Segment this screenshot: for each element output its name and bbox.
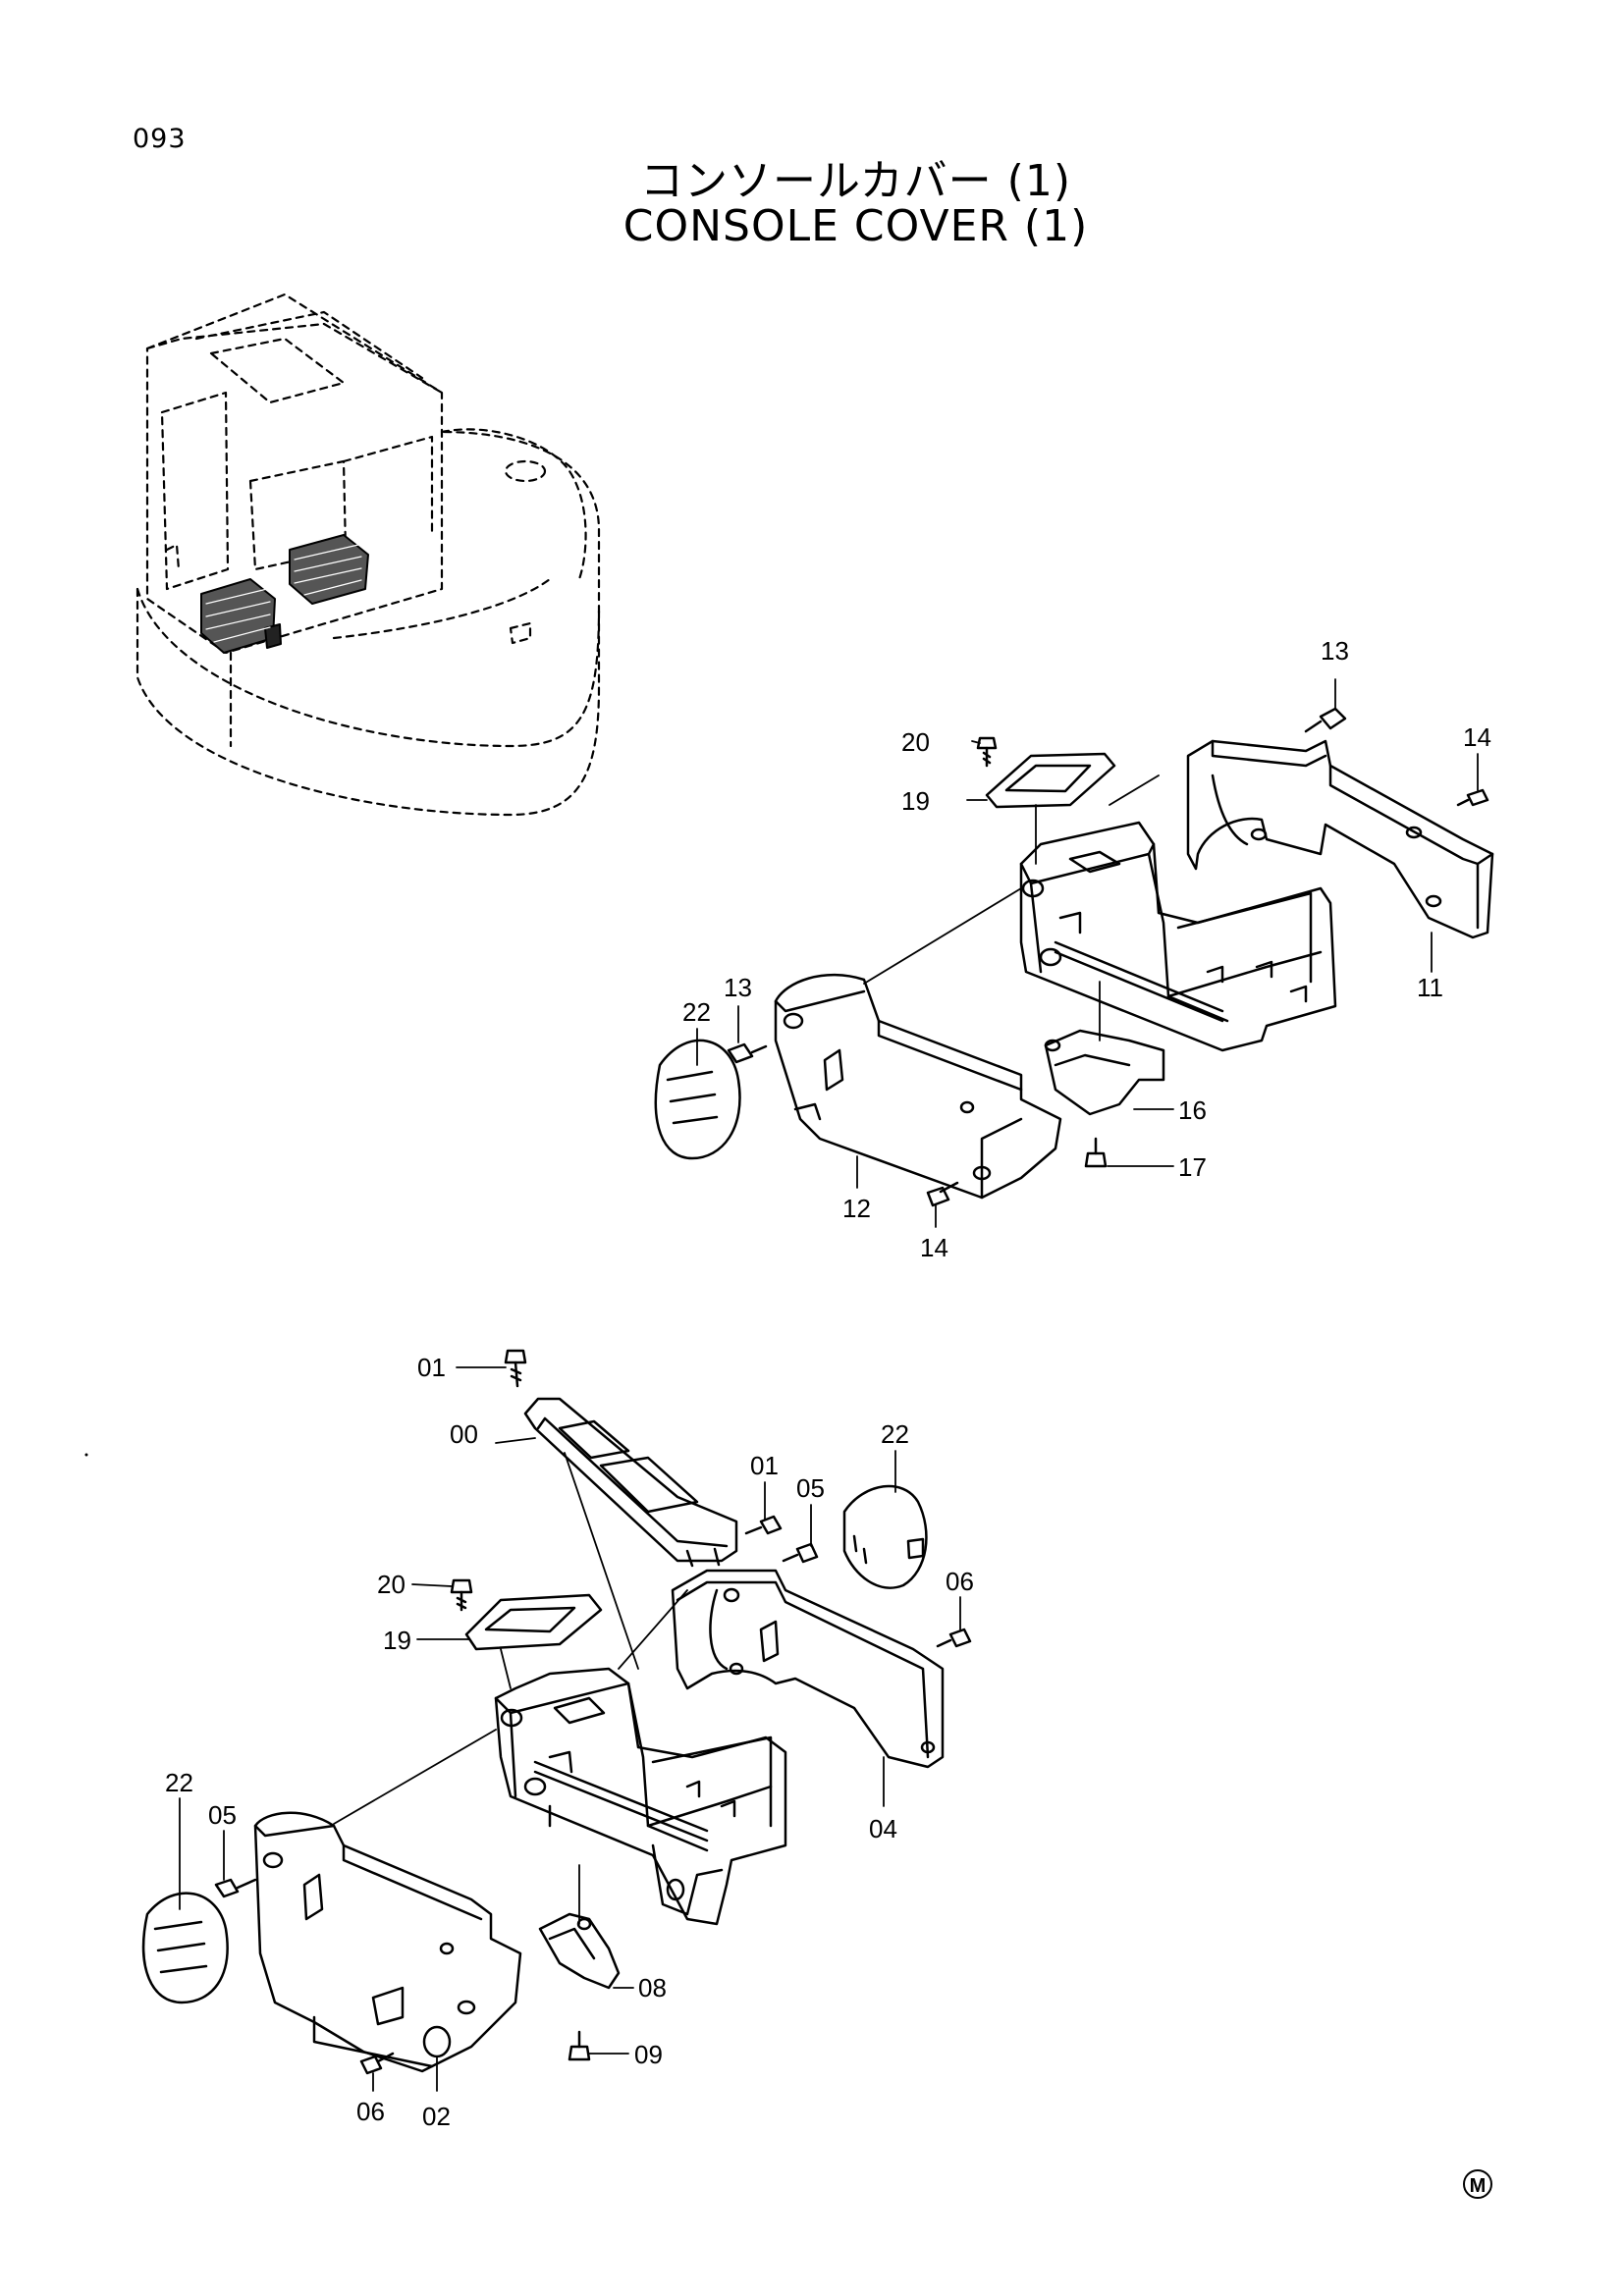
page-number: 093	[133, 124, 187, 154]
part-22-cap-lower-right	[842, 1484, 928, 1589]
callout-13-upper-top: 13	[1321, 636, 1349, 666]
callout-14-upper-lower: 14	[920, 1233, 948, 1262]
part-04-rear-cover	[671, 1569, 945, 1769]
part-22-cap-lower-left	[141, 1892, 229, 2004]
locator-console-hatch	[205, 544, 362, 643]
callout-20-lower: 20	[377, 1570, 406, 1599]
upper-assembly	[654, 707, 1494, 1207]
footer-mark-letter: M	[1470, 2175, 1487, 2197]
callout-05-upper: 05	[796, 1473, 825, 1503]
footer-mark: M	[1463, 2169, 1492, 2199]
part-06-screw-right	[936, 1628, 972, 1648]
part-17-screw	[1084, 1137, 1108, 1168]
part-02-front-cover	[253, 1811, 522, 2073]
part-16-bracket	[1044, 1029, 1165, 1116]
locator-console-right	[200, 578, 282, 654]
lower-assembly-lines	[333, 1452, 688, 1925]
part-08-bracket	[538, 1912, 621, 1990]
callout-04: 04	[869, 1814, 897, 1843]
lower-assembly	[141, 1349, 972, 2075]
part-13-screw-top	[1304, 707, 1347, 733]
callouts: 13 14 20 19 11 13 22 16 17 12 14 01 00 0…	[165, 636, 1491, 2131]
callout-19-upper: 19	[901, 786, 930, 816]
part-01-screw-mid	[744, 1515, 783, 1535]
callout-01-top: 01	[417, 1353, 446, 1382]
callout-00: 00	[450, 1419, 478, 1449]
part-12-front-cover	[774, 973, 1062, 1200]
part-14-screw-lower	[926, 1181, 959, 1207]
part-19-seal	[985, 752, 1116, 809]
callout-16: 16	[1178, 1095, 1207, 1125]
part-20-screw-lower	[450, 1578, 473, 1612]
part-05-screw-upper	[782, 1542, 819, 1564]
part-05-screw-left	[214, 1878, 257, 1898]
part-19-seal-lower	[464, 1593, 603, 1651]
title-english: CONSOLE COVER (1)	[622, 201, 1089, 251]
callout-12: 12	[842, 1194, 871, 1223]
callout-01-mid: 01	[750, 1451, 779, 1480]
locator-console-left	[289, 534, 369, 605]
lower-console-frame	[494, 1667, 787, 1926]
part-09-screw	[568, 2030, 591, 2061]
callout-20-upper: 20	[901, 727, 930, 757]
callout-19-lower: 19	[383, 1626, 411, 1655]
callout-06-right: 06	[946, 1567, 974, 1596]
callout-08: 08	[638, 1973, 667, 2002]
callout-14-upper-right: 14	[1463, 722, 1491, 752]
part-01-screw-top	[504, 1349, 527, 1388]
title-japanese: コンソールカバー (1)	[640, 156, 1071, 206]
callout-11: 11	[1417, 973, 1443, 1002]
leader-lines	[179, 678, 1479, 2092]
part-22-cap-upper	[654, 1039, 741, 1160]
upper-console-frame	[1019, 821, 1337, 1052]
part-11-rear-cover	[1186, 739, 1494, 939]
part-14-screw-right	[1456, 788, 1489, 807]
callout-05-left: 05	[208, 1800, 237, 1830]
part-00-top-plate	[523, 1397, 738, 1568]
callout-22-upper: 22	[682, 997, 711, 1027]
callout-22-lower-right: 22	[881, 1419, 909, 1449]
part-13-screw-left	[727, 1042, 768, 1064]
upper-assembly-lines	[863, 774, 1160, 1041]
stray-dot	[84, 1453, 88, 1457]
callout-06-lower: 06	[356, 2097, 385, 2126]
callout-13-upper-left: 13	[724, 973, 752, 1002]
callout-22-lower-left: 22	[165, 1768, 193, 1797]
callout-17: 17	[1178, 1152, 1207, 1182]
callout-02: 02	[422, 2102, 451, 2131]
part-06-screw-lower	[359, 2052, 395, 2075]
callout-09: 09	[634, 2040, 663, 2069]
part-20-screw	[976, 736, 998, 768]
